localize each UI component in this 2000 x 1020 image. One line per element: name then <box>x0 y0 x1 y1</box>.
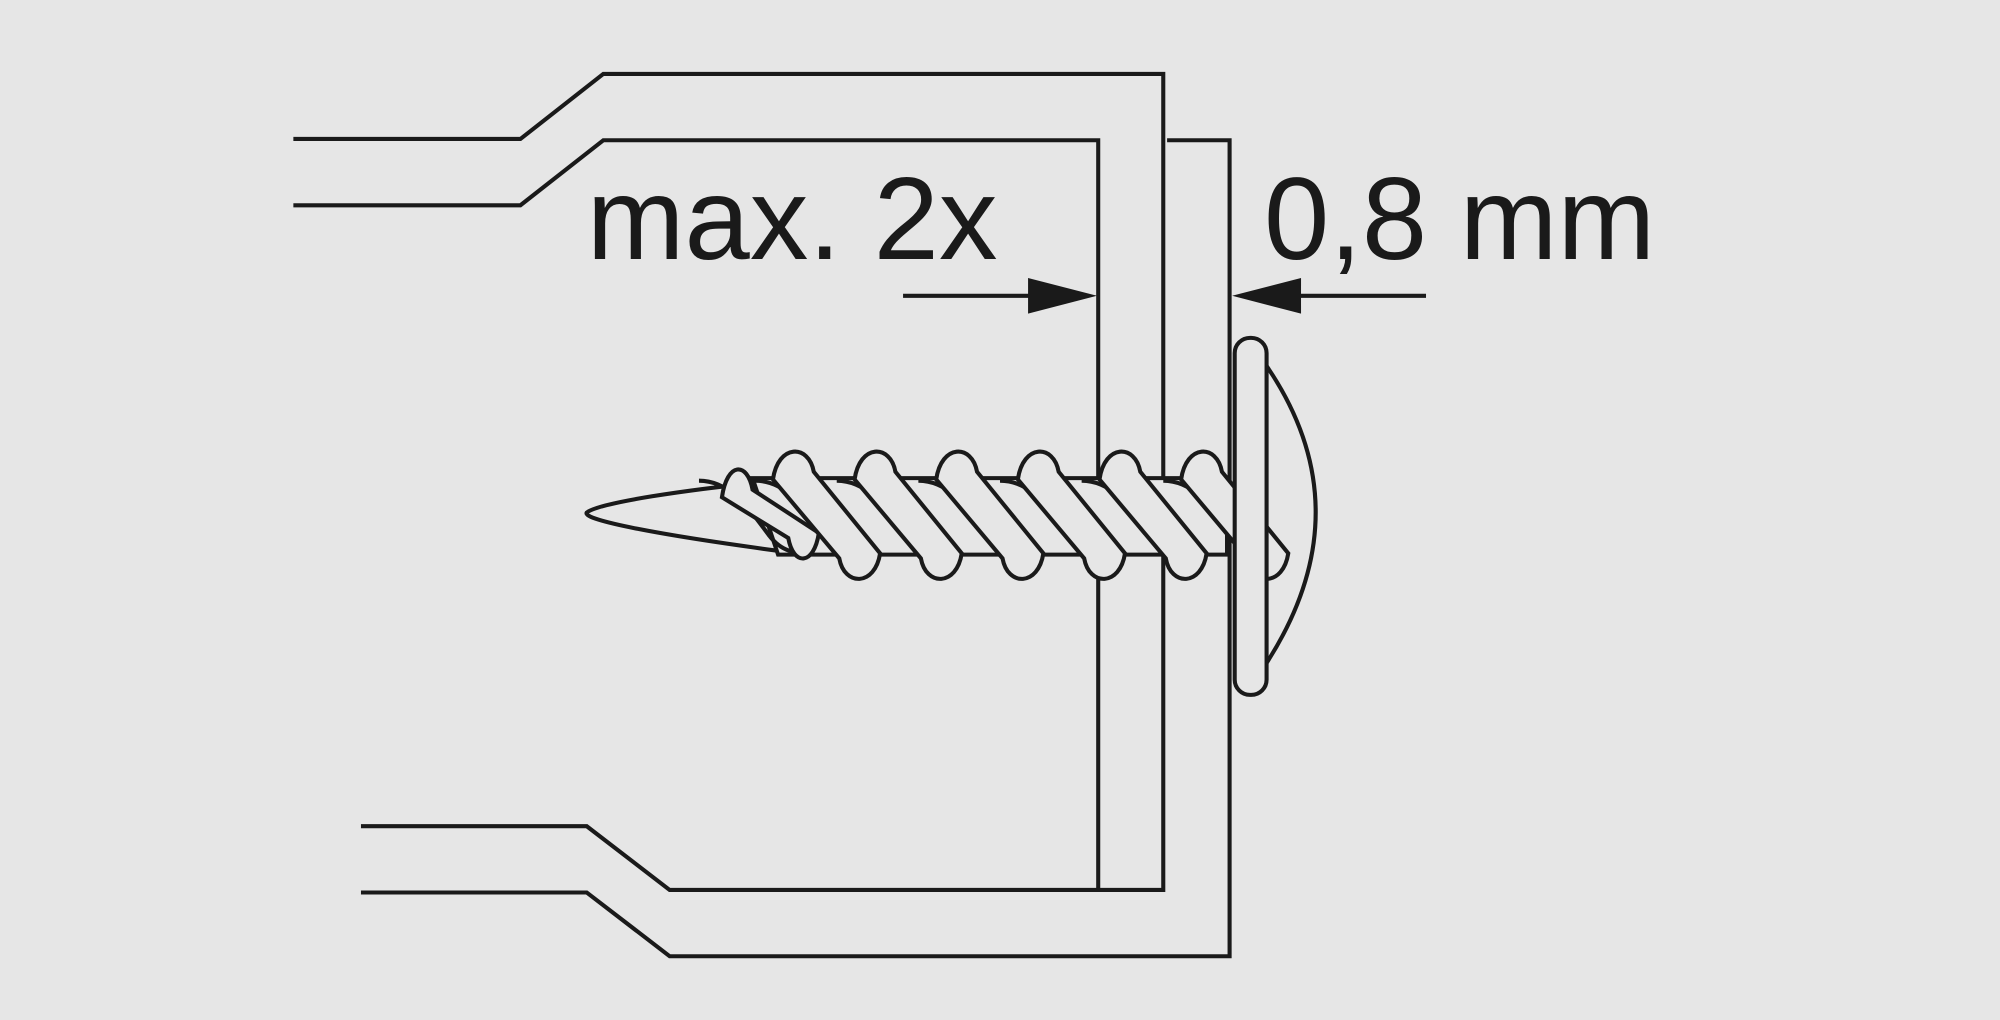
screw-thread <box>770 449 883 581</box>
screw-head-dome <box>1264 364 1318 665</box>
max-thickness-label: max. 2x <box>587 153 998 284</box>
inner-panel-outline <box>293 138 1101 890</box>
left-dimension-arrow <box>903 277 1097 314</box>
screw-thread <box>852 449 964 581</box>
gap-label: 0,8 mm <box>1264 153 1655 284</box>
screw-thread <box>1015 449 1128 581</box>
screw-thread <box>934 449 1046 581</box>
right-dimension-arrow <box>1232 277 1427 314</box>
screw-thread <box>1097 449 1209 581</box>
back-panel-outline <box>360 138 1232 959</box>
screw-washer <box>1232 335 1269 697</box>
screw <box>584 335 1318 697</box>
